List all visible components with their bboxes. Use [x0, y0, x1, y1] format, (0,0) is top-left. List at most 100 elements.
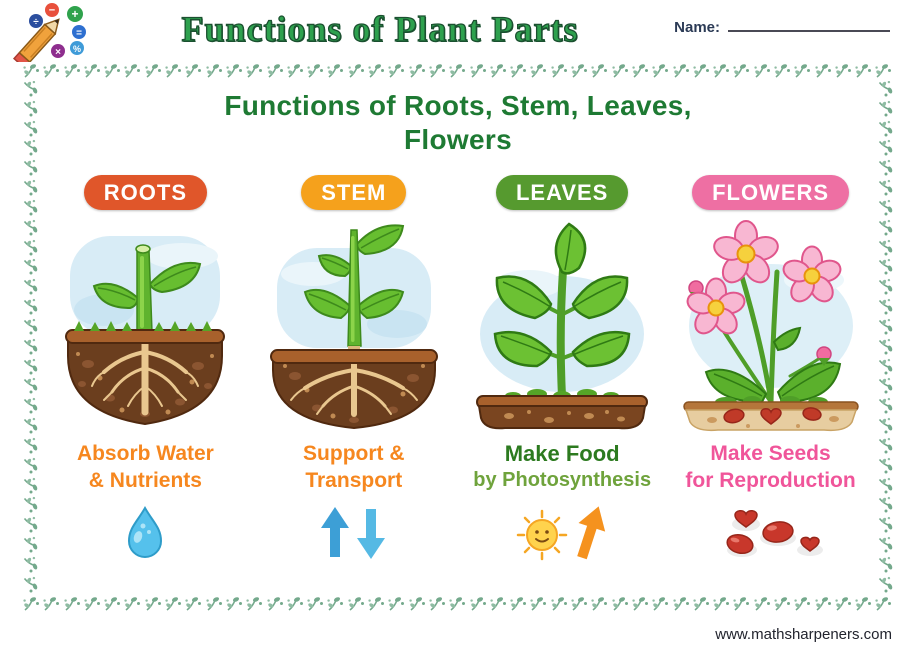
roots-function-line-1: Absorb Water: [76, 442, 214, 465]
equals-symbol: =: [76, 28, 82, 39]
leaf-sprig-icon: [23, 457, 38, 474]
leaf-sprig-icon: [23, 279, 38, 295]
roots-badge: ROOTS: [83, 175, 207, 210]
minus-circle: [45, 3, 59, 17]
leaf-sprig-icon: [878, 199, 893, 216]
name-input-line[interactable]: [728, 16, 890, 32]
leaf-sprig-icon: [84, 596, 100, 611]
leaf-sprig-icon: [733, 596, 750, 611]
leaf-sprig-icon: [878, 259, 893, 275]
leaf-sprig-icon: [23, 417, 38, 434]
decorative-border-left: [22, 81, 39, 593]
flower: [782, 245, 841, 303]
down-arrow-icon: [356, 509, 385, 559]
flowers-function-line-1: Make Seeds: [710, 442, 831, 465]
leaf-sprig-icon: [23, 556, 38, 573]
leaf-sprig-icon: [327, 596, 344, 611]
math-sharpeners-logo: − + ÷ = × %: [12, 3, 86, 62]
pencil-icon: [12, 18, 60, 62]
leaf-sprig-icon: [713, 596, 730, 611]
leaves-illustration: [476, 222, 649, 430]
worksheet-heading: Functions of Roots, Stem, Leaves, Flower…: [224, 89, 691, 157]
leaf-sprig-icon: [165, 63, 182, 78]
column-leaves: LEAVES: [460, 175, 664, 566]
leaf-sprig-icon: [327, 63, 344, 78]
percent-symbol: %: [73, 44, 81, 54]
leaf-sprig-icon: [23, 219, 38, 236]
leaf-sprig-icon: [878, 338, 893, 355]
leaf-sprig-icon: [672, 63, 689, 78]
decorative-border-bottom: [22, 595, 894, 612]
leaf-sprig-icon: [429, 596, 445, 611]
leaves: [493, 222, 631, 368]
leaf-sprig-icon: [878, 398, 893, 414]
leaf-sprig-icon: [551, 63, 567, 78]
leaf-sprig-icon: [266, 596, 283, 611]
leaf-sprig-icon: [63, 596, 80, 611]
flower-buds: [687, 280, 832, 366]
leaf-sprig-icon: [878, 140, 893, 156]
leaf-sprig-icon: [388, 63, 405, 78]
decorative-border-right: [877, 81, 894, 593]
leaf-sprig-icon: [733, 63, 750, 78]
heading-line-2: Flowers: [404, 124, 512, 155]
leaf-sprig-icon: [63, 63, 80, 78]
leaf-sprig-icon: [835, 596, 851, 611]
leaf-sprig-icon: [23, 160, 38, 176]
leaf-sprig-icon: [878, 318, 893, 335]
plus-circle: [67, 6, 83, 22]
leaf-sprig-icon: [348, 596, 364, 611]
growth-arrow-icon: [577, 506, 606, 560]
roots-function-line-2: & Nutrients: [88, 469, 202, 492]
leaf-sprig-icon: [124, 63, 141, 78]
leaf-sprig-icon: [652, 63, 669, 78]
leaf-sprig-icon: [551, 596, 567, 611]
leaf-sprig-icon: [713, 63, 730, 78]
leaf-sprig-icon: [510, 63, 527, 78]
leaves-function-line-1: Make Food: [504, 441, 620, 466]
leaf-sprig-icon: [368, 596, 385, 611]
leaves-function-line-2: by Photosynthesis: [473, 469, 652, 491]
page-header: − + ÷ = × % Functions of Plant Parts Nam…: [0, 0, 916, 62]
leaf-sprig-icon: [104, 63, 121, 78]
leaf-sprig-icon: [693, 596, 709, 611]
heading-line-1: Functions of Roots, Stem, Leaves,: [224, 90, 692, 121]
leaf-sprig-icon: [307, 63, 324, 78]
leaf-sprig-icon: [23, 536, 38, 553]
leaf-sprig-icon: [23, 81, 38, 97]
leaf-sprig-icon: [814, 596, 831, 611]
leaves-function-text: Make Food by Photosynthesis: [473, 440, 651, 494]
leaf-sprig-icon: [754, 596, 770, 611]
decorative-border-top: [22, 62, 894, 79]
times-symbol: ×: [55, 47, 61, 58]
flower: [686, 277, 745, 335]
leaf-sprig-icon: [878, 299, 893, 315]
leaf-sprig-icon: [145, 596, 161, 611]
leaf-sprig-icon: [571, 63, 588, 78]
column-flowers: FLOWERS: [669, 175, 873, 566]
leaf-sprig-icon: [348, 63, 364, 78]
leaf-sprig-icon: [878, 457, 893, 474]
leaf-sprig-icon: [591, 596, 608, 611]
leaf-sprig-icon: [23, 517, 38, 533]
leaf-sprig-icon: [287, 596, 303, 611]
leaf-sprig-icon: [878, 160, 893, 176]
leaf-sprig-icon: [490, 596, 506, 611]
leaf-sprig-icon: [612, 63, 628, 78]
leaf-sprig-icon: [23, 437, 38, 454]
leaf-sprig-icon: [23, 596, 39, 611]
leaf-sprig-icon: [774, 63, 790, 78]
grass: [74, 321, 213, 331]
name-field-area: Name:: [674, 16, 890, 36]
divide-symbol: ÷: [33, 17, 39, 28]
leaf-sprig-icon: [672, 596, 689, 611]
leaf-sprig-icon: [693, 63, 709, 78]
leaf-sprig-icon: [774, 596, 790, 611]
leaf-sprig-icon: [469, 596, 486, 611]
leaf-sprig-icon: [591, 63, 608, 78]
leaf-sprig-icon: [23, 338, 38, 355]
up-arrow-icon: [320, 507, 349, 557]
roots: [91, 338, 200, 416]
leaf-sprig-icon: [388, 596, 405, 611]
website-link[interactable]: www.mathsharpeners.com: [715, 626, 892, 643]
